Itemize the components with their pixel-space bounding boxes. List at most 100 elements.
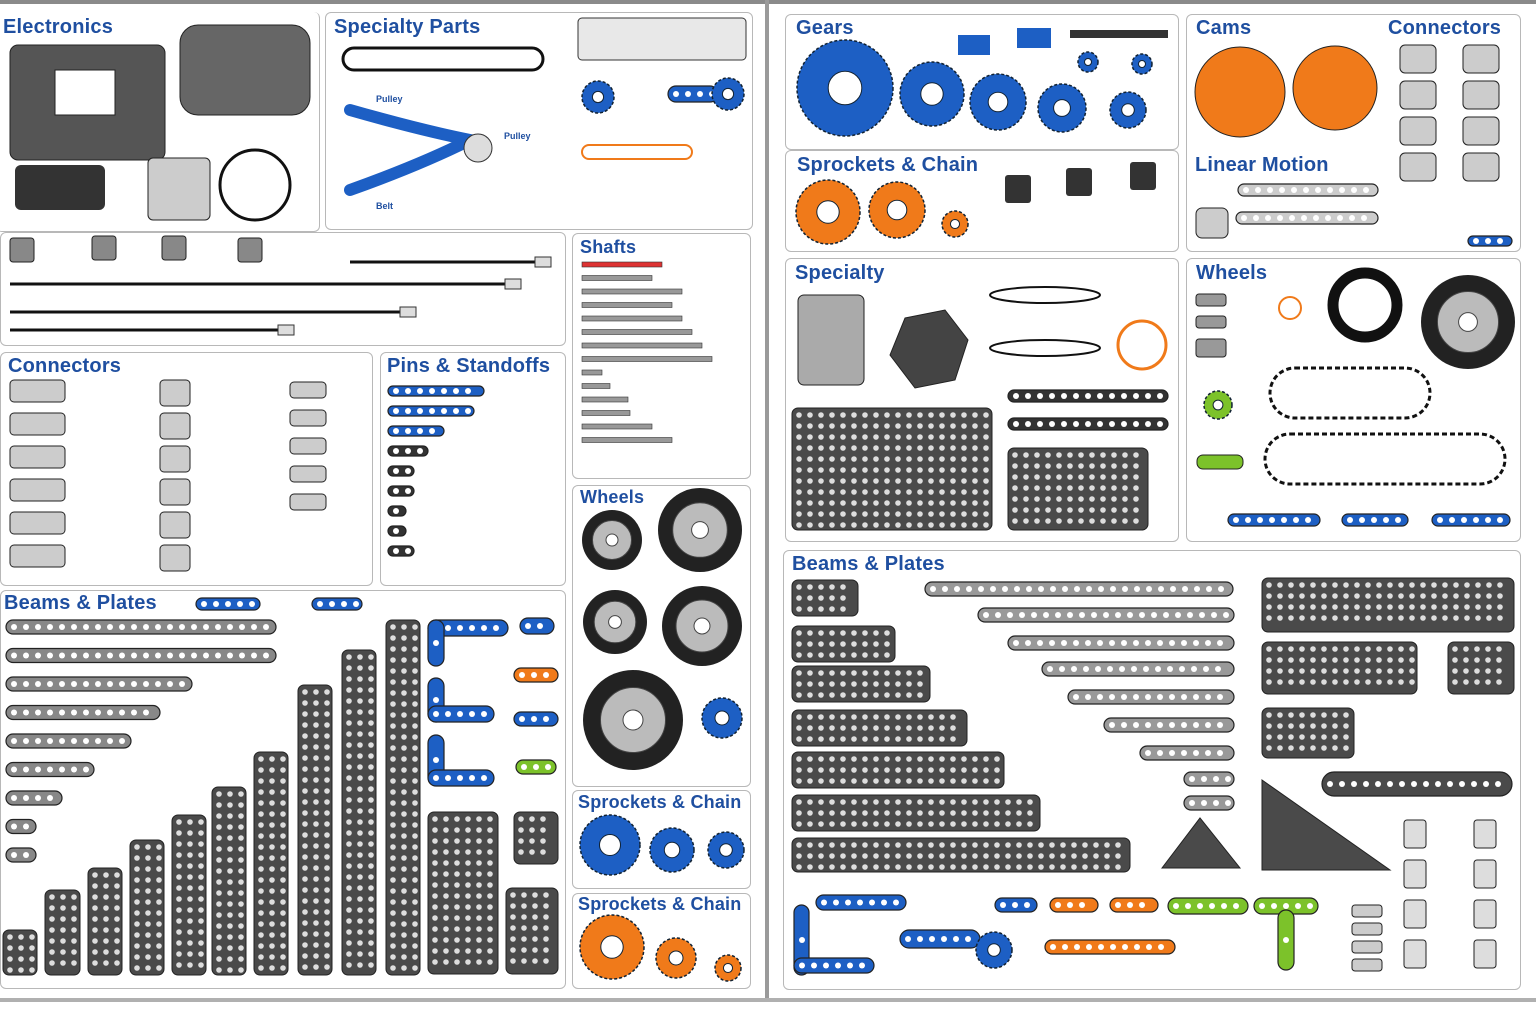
blue-link-2-hole: [1359, 517, 1365, 523]
plate-v-9-hole: [390, 723, 396, 729]
plate-v-4-hole: [198, 907, 204, 913]
linear-rail-hole: [1363, 187, 1369, 193]
plate-r-big-hole: [1288, 582, 1294, 588]
plate-r-med-hole: [1266, 646, 1272, 652]
grid-plate-2-hole: [1089, 452, 1095, 458]
plate-r-5-hole: [950, 821, 956, 827]
grid-plate-1-hole: [796, 434, 802, 440]
arm-1-hole: [1025, 393, 1031, 399]
grid-plate-1-hole: [862, 500, 868, 506]
plate-v-5-hole: [227, 912, 233, 918]
plate-r-3-hole: [796, 736, 802, 742]
grid-plate-1-hole: [873, 423, 879, 429]
grid-plate-2-hole: [1023, 496, 1029, 502]
plate-mid-hole: [510, 914, 516, 920]
plate-r-4-hole: [796, 756, 802, 762]
plate-r-med-hole: [1365, 668, 1371, 674]
beam-r-2-hole: [1181, 640, 1187, 646]
plate-r-6-hole: [796, 853, 802, 859]
plate-r-4-hole: [818, 756, 824, 762]
linear-rail-2-hole: [1277, 215, 1283, 221]
plate-r-5-hole: [895, 799, 901, 805]
beam-orange-s-hole: [543, 672, 549, 678]
plate-v-3-hole: [156, 888, 162, 894]
grid-plate-1-hole: [939, 522, 945, 528]
linear-blue-hole: [1485, 238, 1491, 244]
plate-v-0-hole: [18, 956, 24, 962]
plate-large-hole: [432, 849, 438, 855]
beam-r-0-hole: [1218, 586, 1224, 592]
plate-large-hole: [465, 904, 471, 910]
plate-v-9-hole: [412, 679, 418, 685]
plate-v-9-hole: [401, 954, 407, 960]
pulley-blue-hub: [591, 90, 605, 104]
plate-r-5-hole: [1005, 799, 1011, 805]
grid-plate-1-hole: [917, 434, 923, 440]
plate-r-6-hole: [1104, 842, 1110, 848]
plate-r-big-hole: [1387, 582, 1393, 588]
grid-plate-1-hole: [807, 467, 813, 473]
beam-r-3: [1041, 661, 1235, 677]
plate-v-1-hole: [49, 949, 55, 955]
grid-plate-2-hole: [1122, 474, 1128, 480]
connector-c-2: [289, 437, 327, 455]
grid-plate-1-hole: [917, 456, 923, 462]
plate-r-6-hole: [818, 864, 824, 870]
plate-r-med-hole: [1354, 657, 1360, 663]
grid-plate-1-hole: [873, 445, 879, 451]
beam-green-s-hole: [545, 764, 551, 770]
plate-r-big-hole: [1332, 593, 1338, 599]
plate-v-6-hole: [280, 767, 286, 773]
connector-b-4: [159, 511, 191, 539]
plate-r-big-hole: [1442, 615, 1448, 621]
plate-large-hole: [465, 871, 471, 877]
plate-r-sm-hole: [1463, 668, 1469, 674]
beam-r-0-hole: [1206, 586, 1212, 592]
plate-v-2-hole: [92, 905, 98, 911]
plate-r-5-hole: [1005, 810, 1011, 816]
plate-large-hole: [465, 948, 471, 954]
plate-r-6-hole: [818, 842, 824, 848]
beam-h-1-hole: [47, 652, 53, 659]
title-cams: Cams: [1196, 17, 1252, 39]
plate-v-7-hole: [324, 843, 330, 849]
plate-r-4-hole: [906, 778, 912, 784]
beam-r-7-hole: [1225, 776, 1231, 782]
plate-v-5-hole: [227, 879, 233, 885]
beam-r-2-hole: [1145, 640, 1151, 646]
plate-r-big-hole: [1376, 604, 1382, 610]
grid-plate-1-hole: [884, 456, 890, 462]
plate-large-hole: [465, 915, 471, 921]
plate-r-xs-hole: [1310, 734, 1316, 740]
plate-v-9-hole: [401, 723, 407, 729]
grid-plate-1-hole: [961, 500, 967, 506]
plate-r-xs-hole: [1310, 745, 1316, 751]
pin-7-hole: [393, 528, 399, 534]
plate-v-5-hole: [238, 868, 244, 874]
plate-r-big-hole: [1486, 582, 1492, 588]
grid-plate-1-hole: [862, 467, 868, 473]
grid-plate-1-hole: [983, 489, 989, 495]
grid-plate-2-hole: [1034, 474, 1040, 480]
beam-r-1-hole: [1223, 612, 1229, 618]
grid-plate-1-hole: [950, 500, 956, 506]
plate-v-6-hole: [269, 965, 275, 971]
plate-v-7-hole: [313, 799, 319, 805]
beam-h-2-hole: [71, 681, 77, 687]
plate-mid-hole: [543, 892, 549, 898]
plate-r-big-hole: [1475, 582, 1481, 588]
connector-c-4: [289, 493, 327, 511]
beam-h-1-hole: [23, 652, 29, 659]
plate-r-med-hole: [1354, 668, 1360, 674]
plate-r-med-hole: [1354, 646, 1360, 652]
plate-r-5-hole: [1027, 821, 1033, 827]
plate-small-hole: [529, 838, 535, 844]
linear-rail-hole: [1291, 187, 1297, 193]
beam-blue-l1-hole: [493, 625, 499, 631]
grid-plate-1-hole: [829, 467, 835, 473]
plate-v-6-hole: [258, 866, 264, 872]
plate-r-6-hole: [862, 864, 868, 870]
beam-h-5-hole: [83, 766, 89, 773]
plate-v-3-hole: [145, 888, 151, 894]
plate-large-hole: [454, 849, 460, 855]
